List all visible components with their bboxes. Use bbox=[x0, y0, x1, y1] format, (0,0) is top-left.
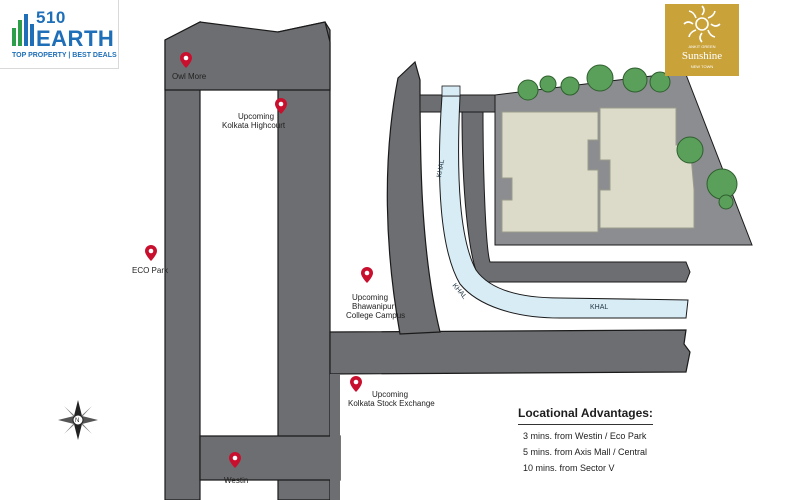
compass-north-label: N bbox=[75, 418, 80, 424]
project-logo-pre: ANKIT GREEN bbox=[688, 44, 716, 49]
logo-tagline: TOP PROPERTY | BEST DEALS bbox=[12, 52, 117, 59]
advantage-item: 3 mins. from Westin / Eco Park bbox=[523, 431, 647, 441]
label-highcourt-1: Upcoming bbox=[238, 112, 275, 121]
advantage-item: 5 mins. from Axis Mall / Central bbox=[523, 447, 648, 457]
locational-advantages: Locational Advantages: 3 mins. from West… bbox=[518, 404, 788, 473]
label-eco-park: ECO Park bbox=[132, 266, 169, 275]
project-logo: ANKIT GREEN Sunshine NEW TOWN bbox=[665, 4, 739, 76]
label-owl-more: Owl More bbox=[172, 72, 207, 81]
canal-top bbox=[441, 85, 461, 97]
location-pin-icon bbox=[275, 98, 287, 114]
brand-logo: 510 EARTH TOP PROPERTY | BEST DEALS bbox=[0, 0, 119, 69]
label-bhawanipur-3: College Campus bbox=[346, 311, 406, 320]
road-bottom-horizontal bbox=[199, 435, 341, 481]
label-stock-1: Upcoming bbox=[372, 390, 409, 399]
road-center-horizontal bbox=[329, 329, 691, 375]
label-stock-2: Kolkata Stock Exchange bbox=[348, 399, 435, 408]
logo-number: 510 bbox=[36, 8, 66, 27]
advantages-title: Locational Advantages: bbox=[518, 406, 653, 425]
road-top-horizontal bbox=[164, 21, 331, 91]
road-middle-vertical bbox=[277, 21, 331, 500]
building-block-1 bbox=[501, 111, 599, 233]
road-left-vertical bbox=[164, 21, 201, 500]
sun-icon bbox=[683, 5, 721, 43]
building-block-2 bbox=[599, 107, 695, 229]
location-pin-icon bbox=[350, 376, 362, 392]
label-highcourt-2: Kolkata Highcourt bbox=[222, 121, 286, 130]
logo-name: EARTH bbox=[36, 26, 115, 51]
location-pin-icon bbox=[145, 245, 157, 261]
label-westin: Westin bbox=[224, 476, 249, 485]
label-bhawanipur-2: Bhawanipur bbox=[352, 302, 395, 311]
building-bars-icon bbox=[12, 14, 34, 46]
location-pin-icon bbox=[361, 267, 373, 283]
project-logo-sub: NEW TOWN bbox=[690, 64, 714, 69]
advantage-item: 10 mins. from Sector V bbox=[523, 463, 615, 473]
road-stub bbox=[330, 374, 340, 500]
label-bhawanipur-1: Upcoming bbox=[352, 293, 389, 302]
project-logo-name: Sunshine bbox=[681, 50, 723, 62]
compass-icon bbox=[58, 400, 98, 440]
trees bbox=[517, 64, 738, 210]
road-curved bbox=[386, 60, 441, 335]
canal-label-horizontal: KHAL bbox=[590, 304, 609, 311]
location-pin-icon bbox=[229, 452, 241, 468]
canal bbox=[438, 95, 689, 319]
road-inner bbox=[461, 111, 691, 283]
location-pin-icon bbox=[180, 52, 192, 68]
